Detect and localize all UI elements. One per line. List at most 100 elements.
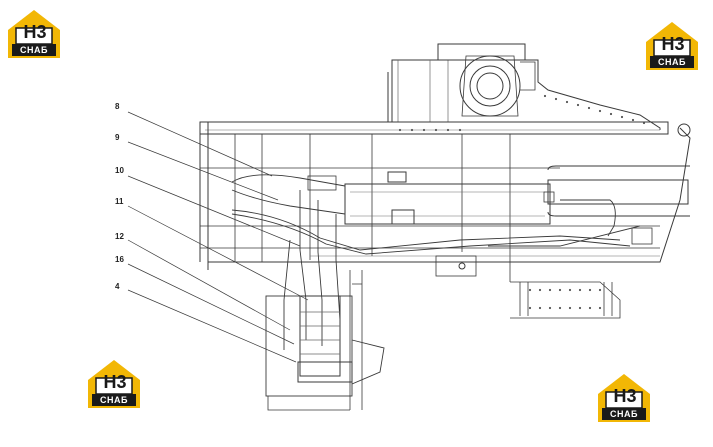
bolt-dot [609,112,613,116]
bolt-dot [446,128,450,132]
hose-7 [335,214,341,360]
bolt-dot [558,288,562,292]
house-logo-icon [88,360,140,408]
bolt-dot [631,118,635,122]
boom-eye [677,123,691,137]
bolt-dot [548,306,552,310]
bolt-dot [578,306,582,310]
bolt-dot [578,288,582,292]
cylinder-clamp [307,175,337,191]
boom-frame-left [199,122,209,270]
right-leg-2 [603,282,613,316]
bolt-dot [398,128,402,132]
cylinder-head [547,165,690,217]
callout-12: 12 [115,232,124,241]
valve-base [297,361,353,383]
bolt-dot [642,121,646,125]
support-base [267,396,350,411]
bolt-dot [434,128,438,132]
callout-10: 10 [115,166,124,175]
logo-mark: H3 [103,372,127,392]
fitting-center-bolt [458,262,466,270]
hose-4 [231,213,631,255]
valve-ribs [300,311,340,355]
callout-labels: 8 9 10 11 12 16 4 [115,102,124,291]
logo-text: CHAБ [100,395,128,405]
bolt-dot [558,306,562,310]
bolt-dot [568,306,572,310]
hose-rod [560,199,616,237]
bolt-dot [620,115,624,119]
callout-4: 4 [115,282,120,291]
bolt-dot [598,288,602,292]
boom-lower-curve [208,127,691,263]
house-logo-icon [8,10,60,58]
bolt-dot [528,306,532,310]
house-logo-icon [646,22,698,70]
callout-11: 11 [115,197,124,206]
bolt-dot [548,288,552,292]
bolt-dot [410,128,414,132]
support-column [349,270,363,410]
callout-9: 9 [115,133,120,142]
valve-block [299,295,341,377]
hose-8 [283,239,291,350]
bolt-dot [598,109,602,113]
bolt-dot [588,306,592,310]
bolt-dot [576,103,580,107]
brand-logo-bottom-left: H3 CHAБ [86,358,142,410]
bolt-dot [538,288,542,292]
cylinder-inner [350,191,545,217]
bolt-dot [587,106,591,110]
bolt-dot [538,306,542,310]
cylinder-port-1 [387,171,407,183]
callout-16: 16 [115,255,124,264]
leader-16 [127,263,295,345]
fitting-right [631,227,653,245]
bolt-dot [598,306,602,310]
fitting-rod-end [543,191,555,203]
hose-1 [231,174,346,187]
logo-text: CHAБ [658,57,686,67]
logo-mark: H3 [23,22,47,42]
right-bracket [510,281,621,319]
pivot-boss-outer [459,55,521,117]
logo-text: CHAБ [20,45,48,55]
leader-9 [127,141,279,201]
bolt-dot [588,288,592,292]
pivot-boss-inner [469,65,511,107]
leader-11 [127,205,309,301]
hose-2 [231,189,346,215]
bolt-dot [568,288,572,292]
hose-right [488,225,641,247]
hose-6 [317,200,323,346]
right-leg-1 [519,282,529,316]
hose-5 [299,190,307,340]
pivot-boss-core [476,72,504,100]
callout-leaders [127,111,309,363]
leader-8 [127,111,273,177]
hose-3 [231,209,621,251]
fitting-center [435,255,477,277]
brand-logo-top-right: H3 CHAБ [644,20,700,72]
leader-10 [127,175,301,247]
housing-lug [520,61,536,91]
callout-8: 8 [115,102,120,111]
cylinder-barrel [344,183,551,225]
logo-text: CHAБ [610,409,638,419]
cylinder-port-2 [391,209,415,225]
valve-bracket [351,339,385,385]
brand-logo-bottom-right: H3 CHAБ [596,372,652,424]
housing-inner [397,60,449,122]
house-logo-icon [598,374,650,422]
bolt-dots [398,94,646,310]
bolt-dot [554,97,558,101]
leader-12 [127,239,291,331]
bolt-dot [528,288,532,292]
housing-plate [461,55,519,117]
logo-mark: H3 [661,34,685,54]
logo-mark: H3 [613,386,637,406]
bolt-dot [543,94,547,98]
